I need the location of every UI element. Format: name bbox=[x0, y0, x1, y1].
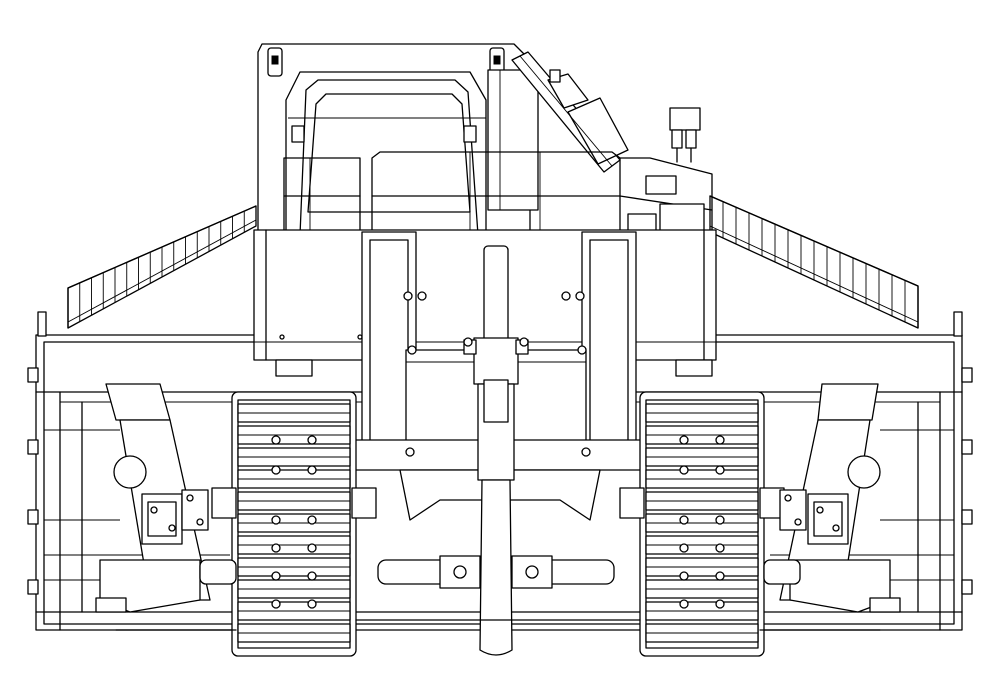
track-bolt bbox=[271, 465, 281, 475]
track-bolt bbox=[715, 435, 725, 445]
track-bolt bbox=[715, 571, 725, 581]
track-bolt bbox=[271, 543, 281, 553]
track-bolt bbox=[307, 571, 317, 581]
frame-bolt bbox=[519, 337, 529, 347]
track-bolt bbox=[271, 571, 281, 581]
left-lift-cylinder bbox=[99, 383, 211, 613]
frame-edge-brackets bbox=[27, 311, 973, 595]
track-bolt bbox=[307, 435, 317, 445]
frame-bolt bbox=[403, 291, 413, 301]
right-track bbox=[619, 391, 785, 657]
track-bolt bbox=[271, 435, 281, 445]
bottom-skid bbox=[115, 619, 881, 631]
track-bolt bbox=[307, 543, 317, 553]
track-bolt bbox=[271, 515, 281, 525]
ripper-shank bbox=[463, 245, 529, 656]
frame-bolt bbox=[561, 291, 571, 301]
left-track bbox=[211, 391, 377, 657]
frame-bolt bbox=[577, 345, 587, 355]
exhaust-stack bbox=[511, 51, 629, 173]
frame-bolt bbox=[463, 337, 473, 347]
left-walkway-railing bbox=[67, 205, 257, 329]
track-bolt bbox=[307, 515, 317, 525]
track-bolt bbox=[679, 435, 689, 445]
track-bolt bbox=[715, 543, 725, 553]
frame-bolts bbox=[403, 291, 591, 457]
lower-hydraulic-cylinders bbox=[95, 555, 901, 613]
frame-bolt bbox=[575, 291, 585, 301]
track-bolt bbox=[679, 543, 689, 553]
track-bolt bbox=[679, 571, 689, 581]
track-bolt bbox=[679, 465, 689, 475]
frame-bolt bbox=[581, 447, 591, 457]
frame-bolt bbox=[417, 291, 427, 301]
right-walkway-railing bbox=[709, 195, 919, 329]
track-bolt bbox=[679, 515, 689, 525]
cab-structure bbox=[257, 43, 539, 236]
track-bolt bbox=[715, 515, 725, 525]
track-bolt bbox=[307, 599, 317, 609]
track-bolt bbox=[715, 465, 725, 475]
right-lift-cylinder bbox=[779, 383, 891, 613]
track-bolt bbox=[271, 599, 281, 609]
track-bolt bbox=[679, 599, 689, 609]
frame-bolt bbox=[407, 345, 417, 355]
track-bolt bbox=[715, 599, 725, 609]
frame-bolt bbox=[405, 447, 415, 457]
track-bolt bbox=[307, 465, 317, 475]
